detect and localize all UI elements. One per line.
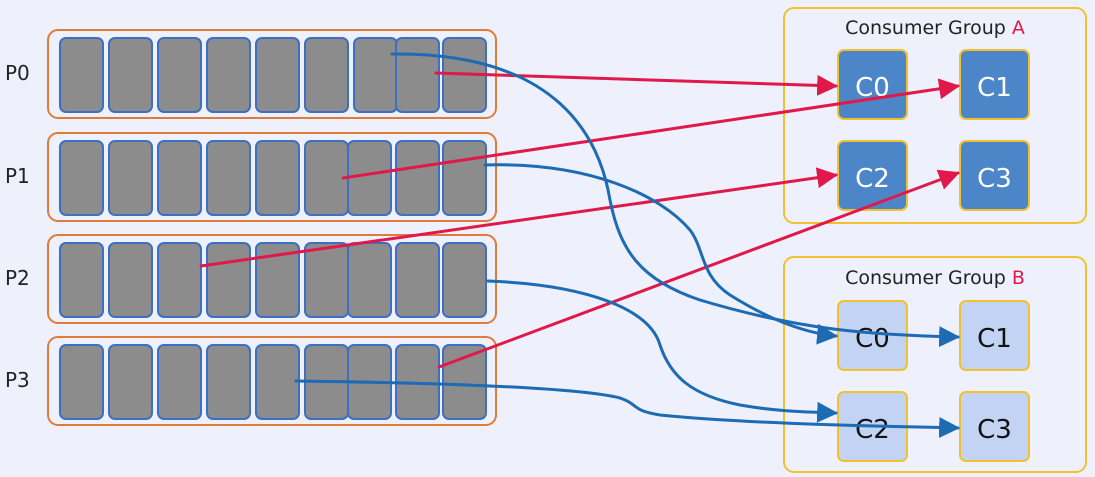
message-slot: [347, 140, 392, 216]
message-slot: [353, 37, 398, 113]
message-slot: [108, 37, 153, 113]
message-slot: [304, 242, 349, 318]
message-slot: [59, 140, 104, 216]
arrow-p0-to-group-b-c1: [390, 52, 961, 348]
message-slot: [255, 37, 300, 113]
message-slot: [108, 242, 153, 318]
group-b-assignments: [294, 52, 961, 439]
consumer-group-b-frame: [783, 256, 1087, 473]
arrow-p0-to-group-a-c0: [434, 71, 839, 96]
consumer-group-b: Consumer Group B C0 C1 C2 C3: [783, 256, 1087, 473]
partition-p2: [47, 234, 497, 324]
message-slot: [157, 344, 202, 420]
partition-label-p2: P2: [5, 266, 30, 290]
partition-frame: [47, 336, 497, 426]
message-slot: [206, 140, 251, 216]
arrow-p2-to-group-b-c2: [486, 279, 839, 423]
group-b-consumer-c0-label: C0: [855, 324, 890, 354]
arrow-p2-to-group-a-c2: [199, 167, 839, 268]
message-slot: [108, 140, 153, 216]
message-slot: [395, 37, 440, 113]
message-slot: [442, 242, 487, 318]
message-slot: [206, 242, 251, 318]
partition-label-p3: P3: [5, 368, 30, 392]
message-slot: [395, 140, 440, 216]
consumer-group-b-letter: B: [1012, 267, 1025, 289]
message-slot: [255, 344, 300, 420]
group-b-consumer-c3-label: C3: [977, 415, 1012, 445]
message-slot: [108, 344, 153, 420]
message-slot: [206, 37, 251, 113]
message-slot: [59, 344, 104, 420]
message-slot: [255, 242, 300, 318]
message-slot: [59, 242, 104, 318]
arrow-p3-to-group-b-c3: [294, 379, 961, 439]
partition-p1: [47, 132, 497, 222]
partition-label-p1: P1: [5, 164, 30, 188]
message-slot: [157, 37, 202, 113]
partition-frame: [47, 132, 497, 222]
consumer-group-b-title: Consumer Group B: [845, 267, 1025, 289]
consumer-group-b-title-prefix: Consumer Group: [845, 267, 1012, 289]
group-a-consumer-c2-label: C2: [855, 164, 890, 194]
group-a-consumer-c3: [959, 140, 1030, 211]
message-slot: [59, 37, 104, 113]
message-slot: [304, 37, 349, 113]
message-slot: [255, 140, 300, 216]
consumer-group-a-title-prefix: Consumer Group: [845, 17, 1012, 39]
partition-frame: [47, 234, 497, 324]
group-b-consumer-c2-label: C2: [855, 415, 890, 445]
arrow-p1-to-group-b-c0: [483, 163, 839, 345]
partition-p3: [47, 336, 497, 426]
consumer-group-a-title: Consumer Group A: [845, 17, 1025, 39]
group-a-consumer-c3-label: C3: [977, 164, 1012, 194]
partition-label-p0: P0: [5, 61, 30, 85]
message-slot: [157, 140, 202, 216]
message-slot: [347, 242, 392, 318]
group-b-consumer-c1-label: C1: [977, 324, 1012, 354]
group-a-assignments: [199, 71, 961, 369]
message-slot: [442, 140, 487, 216]
message-slot: [395, 242, 440, 318]
message-slot: [157, 242, 202, 318]
arrow-p1-to-group-a-c1: [341, 78, 961, 180]
consumer-group-a: Consumer Group A C0 C1 C2 C3: [783, 7, 1087, 224]
message-slot: [206, 344, 251, 420]
consumer-group-a-letter: A: [1012, 17, 1025, 39]
partition-p0: [47, 29, 497, 119]
message-slot: [442, 344, 487, 420]
group-a-consumer-c1-label: C1: [977, 73, 1012, 103]
consumer-group-a-frame: [783, 7, 1087, 224]
arrow-p3-to-group-a-c3: [437, 169, 960, 369]
